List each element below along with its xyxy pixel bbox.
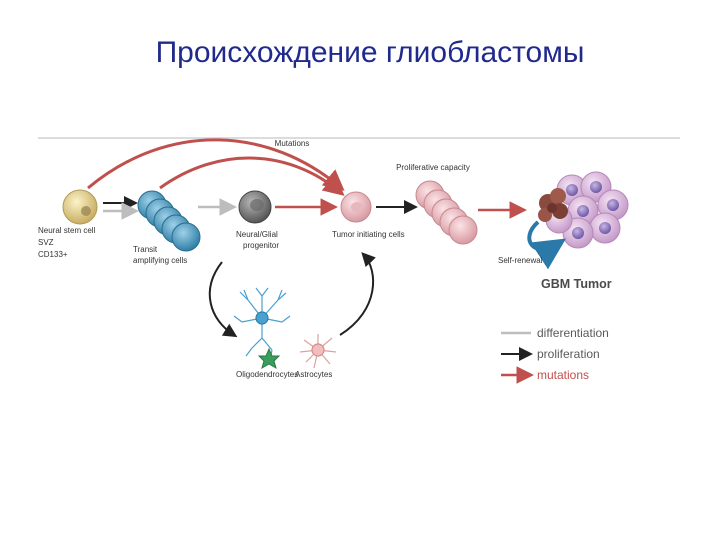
slide-title: Происхождение глиобластомы bbox=[155, 36, 585, 69]
oligodendrocyte-cell bbox=[233, 287, 291, 361]
glial-progenitor-cell bbox=[238, 190, 272, 224]
proliferating-cells-stack bbox=[415, 180, 478, 245]
legend-differentiation-label: differentiation bbox=[537, 326, 609, 340]
astrocyte-cell bbox=[299, 334, 337, 369]
cd133-label: CD133+ bbox=[38, 250, 68, 259]
svz-label: SVZ bbox=[38, 238, 54, 247]
astrocytes-label: Astrocytes bbox=[295, 370, 332, 379]
self-renewal-arrow bbox=[527, 220, 567, 270]
necrotic-core bbox=[538, 188, 568, 222]
progenitor-label-1: Neural/Glial bbox=[236, 230, 278, 239]
legend: differentiation proliferation mutations bbox=[501, 326, 609, 384]
proliferative-capacity-label: Proliferative capacity bbox=[396, 163, 470, 172]
legend-proliferation-label: proliferation bbox=[537, 347, 600, 361]
legend-mutations-label: mutations bbox=[537, 368, 589, 382]
arrow-astro-to-tic bbox=[339, 252, 376, 336]
tumor-initiating-cell bbox=[340, 191, 372, 223]
transit-label: Transit bbox=[133, 245, 158, 254]
transit-amplifying-cells bbox=[137, 190, 201, 252]
neural-stem-cell bbox=[62, 189, 98, 225]
mutations-label: Mutations bbox=[275, 139, 310, 148]
arrow-progenitor-to-oligo bbox=[208, 261, 238, 338]
amplifying-cells-label: amplifying cells bbox=[133, 256, 187, 265]
progenitor-label-2: progenitor bbox=[243, 241, 279, 250]
tumor-initiating-label: Tumor initiating cells bbox=[332, 230, 405, 239]
oligodendrocytes-label: Oligodendrocytes bbox=[236, 370, 298, 379]
gbm-tumor-cluster bbox=[538, 171, 629, 249]
mutation-arc-stem bbox=[87, 138, 345, 191]
mutation-arc-transit bbox=[159, 156, 345, 196]
green-star-cell bbox=[257, 347, 281, 370]
gbm-tumor-label: GBM Tumor bbox=[541, 277, 612, 291]
neural-stem-cell-label: Neural stem cell bbox=[38, 226, 96, 235]
self-renewal-label: Self-renewal bbox=[498, 256, 543, 265]
